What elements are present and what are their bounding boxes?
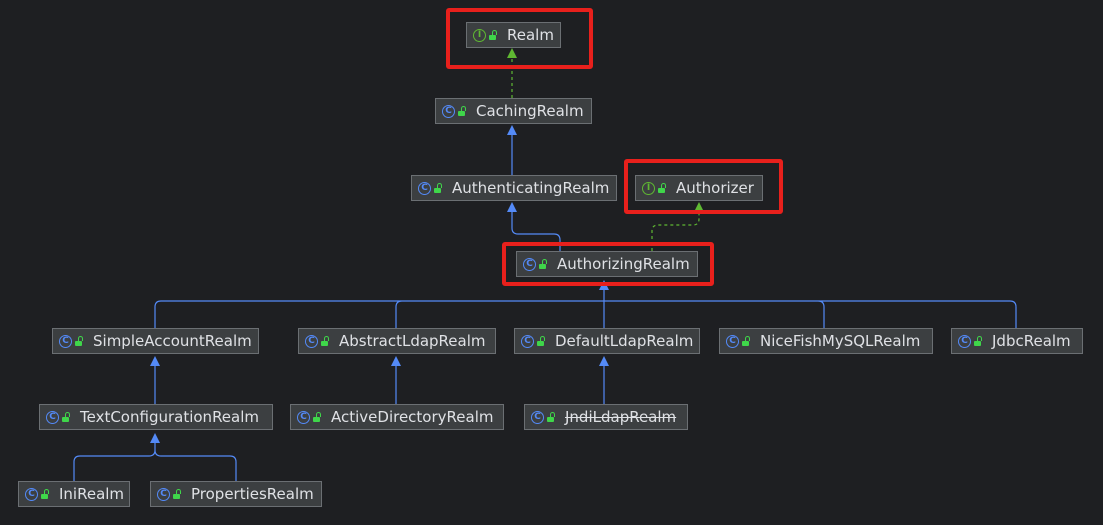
arrowhead-cachingrealm bbox=[507, 125, 517, 135]
node-label: AuthorizingRealm bbox=[557, 255, 690, 273]
node-label: ActiveDirectoryRealm bbox=[331, 408, 494, 426]
arrowhead-textconfigurationrealm bbox=[150, 433, 160, 443]
class-icon: C bbox=[297, 410, 310, 424]
node-caching-realm[interactable]: C CachingRealm bbox=[435, 98, 592, 124]
public-lock-icon bbox=[539, 259, 548, 269]
class-icon: C bbox=[305, 334, 318, 348]
class-icon: C bbox=[726, 334, 739, 348]
node-default-ldap-realm[interactable]: C DefaultLdapRealm bbox=[514, 328, 700, 354]
node-simple-account-realm[interactable]: C SimpleAccountRealm bbox=[52, 328, 259, 354]
edge-inirealm-propertiesrealm-extends-textconfigurationrealm bbox=[73, 441, 237, 481]
public-lock-icon bbox=[458, 106, 467, 116]
public-lock-icon bbox=[489, 30, 498, 40]
edge-authorizingrealm-implements-authorizer bbox=[651, 210, 700, 251]
node-jndi-ldap-realm[interactable]: C JndiLdapRealm bbox=[524, 404, 688, 430]
interface-icon: I bbox=[642, 181, 655, 195]
public-lock-icon bbox=[547, 412, 556, 422]
public-lock-icon bbox=[62, 412, 71, 422]
node-realm[interactable]: I Realm bbox=[466, 22, 561, 48]
node-label: IniRealm bbox=[59, 485, 125, 503]
arrowhead-realm bbox=[507, 48, 517, 58]
node-label: TextConfigurationRealm bbox=[80, 408, 260, 426]
node-label: PropertiesRealm bbox=[191, 485, 314, 503]
class-icon: C bbox=[59, 334, 72, 348]
node-nicefish-mysql-realm[interactable]: C NiceFishMySQLRealm bbox=[719, 328, 933, 354]
edge-authorizingrealm-extends-authenticatingrealm bbox=[511, 210, 561, 251]
class-icon: C bbox=[958, 334, 971, 348]
class-icon: C bbox=[157, 487, 170, 501]
public-lock-icon bbox=[313, 412, 322, 422]
arrowhead-authorizer bbox=[694, 202, 704, 212]
class-icon: C bbox=[521, 334, 534, 348]
node-label: JdbcRealm bbox=[992, 332, 1071, 350]
node-label-deprecated: JndiLdapRealm bbox=[565, 408, 677, 426]
node-label: CachingRealm bbox=[476, 102, 584, 120]
public-lock-icon bbox=[974, 336, 983, 346]
node-authorizer[interactable]: I Authorizer bbox=[635, 175, 763, 201]
arrowhead-defaultldaprealm bbox=[599, 356, 609, 366]
node-jdbc-realm[interactable]: C JdbcRealm bbox=[951, 328, 1083, 354]
arrowhead-authorizingrealm bbox=[599, 280, 609, 290]
edge-subclasses-extends-authorizingrealm bbox=[154, 288, 1017, 328]
node-label: Authorizer bbox=[676, 179, 754, 197]
public-lock-icon bbox=[41, 489, 50, 499]
class-icon: C bbox=[46, 410, 59, 424]
class-icon: C bbox=[523, 257, 536, 271]
node-abstract-ldap-realm[interactable]: C AbstractLdapRealm bbox=[298, 328, 496, 354]
class-icon: C bbox=[25, 487, 38, 501]
public-lock-icon bbox=[537, 336, 546, 346]
arrowhead-simpleaccountrealm bbox=[150, 356, 160, 366]
public-lock-icon bbox=[742, 336, 751, 346]
node-label: DefaultLdapRealm bbox=[555, 332, 694, 350]
arrowhead-authenticatingrealm bbox=[507, 202, 517, 212]
node-label: SimpleAccountRealm bbox=[93, 332, 252, 350]
class-icon: C bbox=[418, 181, 431, 195]
node-ini-realm[interactable]: C IniRealm bbox=[18, 481, 130, 507]
public-lock-icon bbox=[658, 183, 667, 193]
arrowhead-abstractldaprealm bbox=[391, 356, 401, 366]
public-lock-icon bbox=[173, 489, 182, 499]
node-label: NiceFishMySQLRealm bbox=[760, 332, 921, 350]
public-lock-icon bbox=[321, 336, 330, 346]
class-icon: C bbox=[442, 104, 455, 118]
node-label: AbstractLdapRealm bbox=[339, 332, 486, 350]
node-authenticating-realm[interactable]: C AuthenticatingRealm bbox=[411, 175, 617, 201]
node-label: Realm bbox=[507, 26, 554, 44]
node-active-directory-realm[interactable]: C ActiveDirectoryRealm bbox=[290, 404, 504, 430]
class-icon: C bbox=[531, 410, 544, 424]
node-text-configuration-realm[interactable]: C TextConfigurationRealm bbox=[39, 404, 273, 430]
public-lock-icon bbox=[75, 336, 84, 346]
interface-icon: I bbox=[473, 28, 486, 42]
node-authorizing-realm[interactable]: C AuthorizingRealm bbox=[516, 251, 698, 277]
node-properties-realm[interactable]: C PropertiesRealm bbox=[150, 481, 322, 507]
node-label: AuthenticatingRealm bbox=[452, 179, 610, 197]
public-lock-icon bbox=[434, 183, 443, 193]
